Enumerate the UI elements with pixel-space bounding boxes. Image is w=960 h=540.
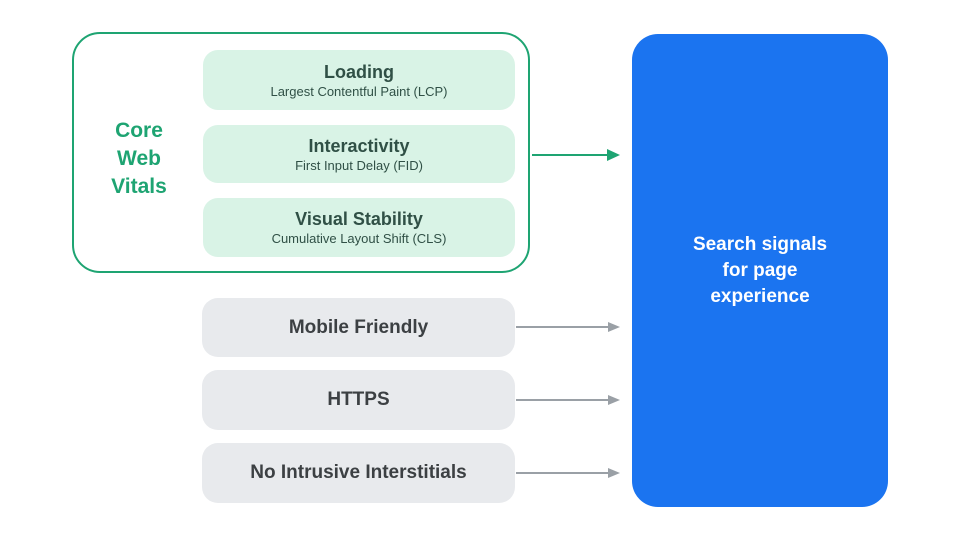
- arrow-interstitials-shaft: [516, 472, 609, 474]
- metric-title-interactivity: Interactivity: [308, 135, 410, 156]
- signal-card-mobile-friendly: Mobile Friendly: [202, 298, 515, 357]
- metric-title-visual-stability: Visual Stability: [295, 209, 423, 229]
- arrow-interstitials-head-icon: [608, 468, 620, 478]
- signal-card-no-intrusive-interstitials: No Intrusive Interstitials: [202, 443, 515, 503]
- arrow-mobile-friendly-to-result: [516, 322, 620, 332]
- metric-subtitle-lcp: Largest Contentful Paint (LCP): [270, 83, 448, 99]
- arrow-https-head-icon: [608, 395, 620, 405]
- signal-label-https: HTTPS: [327, 389, 390, 410]
- arrow-cwv-shaft: [532, 154, 609, 156]
- arrow-https-shaft: [516, 399, 609, 401]
- metric-card-visual-stability: Visual Stability Cumulative Layout Shift…: [203, 198, 515, 257]
- arrow-cwv-to-result: [532, 149, 620, 161]
- arrow-interstitials-to-result: [516, 468, 620, 478]
- result-line2: for page: [722, 259, 798, 281]
- arrow-cwv-head-icon: [607, 149, 620, 161]
- core-web-vitals-label: Core Web Vitals: [84, 117, 194, 201]
- core-web-vitals-label-line1: Core: [115, 119, 163, 142]
- metric-card-interactivity: Interactivity First Input Delay (FID): [203, 125, 515, 183]
- core-web-vitals-label-line2: Web: [117, 147, 161, 170]
- arrow-https-to-result: [516, 395, 620, 405]
- result-line3: experience: [710, 285, 810, 307]
- metric-card-loading: Loading Largest Contentful Paint (LCP): [203, 50, 515, 110]
- metric-title-loading: Loading: [324, 61, 394, 82]
- signal-card-https: HTTPS: [202, 370, 515, 430]
- search-signals-result-box: Search signals for page experience: [632, 34, 888, 507]
- metric-subtitle-cls: Cumulative Layout Shift (CLS): [271, 231, 447, 246]
- core-web-vitals-label-line3: Vitals: [111, 175, 167, 198]
- arrow-mobile-shaft: [516, 326, 609, 328]
- signal-label-mobile-friendly: Mobile Friendly: [288, 316, 429, 338]
- result-line1: Search signals: [692, 233, 828, 255]
- metric-subtitle-fid: First Input Delay (FID): [295, 157, 423, 173]
- arrow-mobile-head-icon: [608, 322, 620, 332]
- signal-label-no-intrusive-interstitials: No Intrusive Interstitials: [250, 462, 467, 483]
